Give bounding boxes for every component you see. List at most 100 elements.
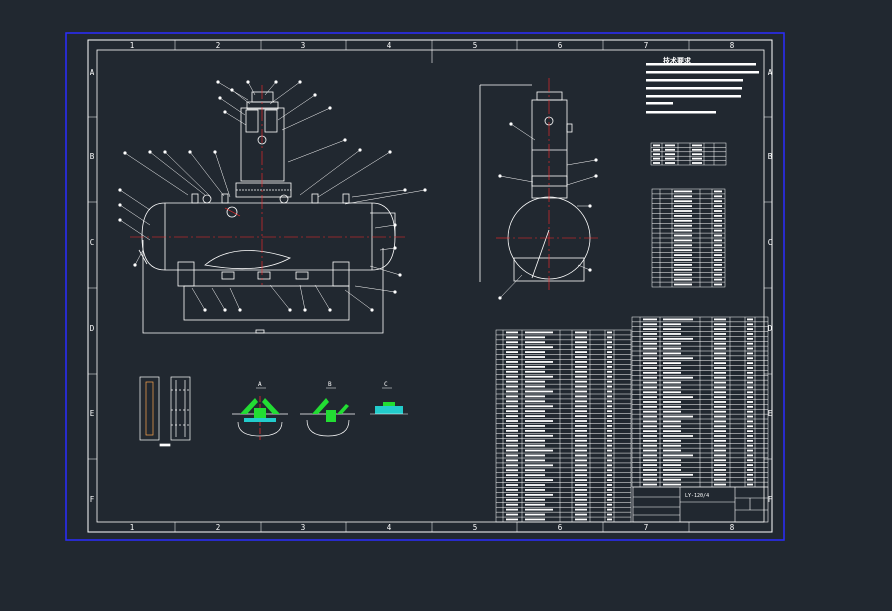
leader-dot [118,188,122,192]
table-cell-text [663,352,681,355]
table-cell-text [607,484,612,486]
table-cell-text [575,484,587,486]
grid-column-label: 4 [387,523,392,532]
table-cell-text [525,410,545,413]
table-cell-text [607,518,612,521]
leader-dot [148,150,152,154]
table-cell-text [643,483,657,486]
table-cell-text [525,341,545,344]
table-cell-text [525,434,553,437]
table-cell-text [663,435,693,437]
grid-row-label: E [90,409,95,418]
leader-line [269,81,301,105]
front-view-leader-lines [118,80,427,312]
leader-line [211,287,226,311]
table-cell-text [714,454,726,457]
table-cell-text [506,513,518,516]
table-cell-text [643,405,657,408]
front-view-center-lines [130,85,405,285]
table-cell-text [575,420,587,422]
table-cell-text [653,157,660,160]
table-cell-text [714,219,722,222]
grid-row-label: D [768,324,773,333]
table-cell-text [643,478,657,481]
table-cell-text [714,268,722,271]
note-text-line [646,79,743,82]
table-cell-text [663,478,681,481]
grid-row-label: C [768,238,773,247]
table-cell-text [575,341,587,344]
table-cell-text [663,328,681,331]
table-cell-text [653,148,660,151]
table-cell-text [747,347,753,350]
leader-dot [274,80,278,84]
table-cell-text [575,351,587,353]
table-cell-text [747,410,753,413]
table-cell-text [747,420,753,423]
table-cell-text [506,365,518,368]
table-cell-text [506,439,518,442]
leader-line [124,152,189,196]
table-cell-text [643,459,657,462]
table-cell-text [663,371,681,374]
table-cell-text [575,336,587,339]
table-cell-text [525,351,545,353]
table-cell-text [714,391,726,394]
table-cell-text [506,449,518,452]
table-cell-text [506,444,518,447]
table-cell-text [747,318,753,321]
table-cell-text [665,153,675,156]
table-cell-text [674,268,692,271]
table-cell-text [665,157,675,160]
leader-line [499,274,523,299]
table-cell-text [747,405,753,408]
table-cell-text [674,190,692,193]
table-cell-text [506,484,518,486]
table-cell-text [607,351,612,353]
table-cell-text [575,410,587,413]
leader-dot [343,138,347,142]
table-cell-text [506,415,518,417]
leader-dot [188,150,192,154]
table-cell-text [506,390,518,393]
table-cell-text [607,474,612,477]
table-cell-text [714,376,726,379]
leader-line [119,204,151,226]
table-cell-text [575,425,587,427]
leader-dot [203,308,207,312]
leader-line [369,265,401,276]
table-cell-text [525,513,545,516]
table-cell-text [525,346,553,349]
leader-line [277,94,316,121]
table-cell-text [714,195,722,198]
table-cell-text [525,415,545,417]
leader-dot [123,151,127,155]
table-cell-text [575,365,587,368]
table-cell-text [525,375,553,378]
table-cell-text [714,439,726,442]
table-cell-text [714,469,726,471]
table-cell-text [747,435,753,437]
table-cell-text [663,469,681,471]
table-cell-text [575,439,587,442]
table-cell-text [674,195,692,198]
leader-dot [393,223,397,227]
leader-dot [230,88,234,92]
table-cell-text [714,444,726,447]
table-cell-text [674,283,692,286]
table-cell-text [643,352,657,355]
table-cell-text [643,425,657,428]
table-cell-text [663,323,681,326]
table-cell-text [663,391,681,394]
table-cell-text [714,371,726,374]
table-cell-text [643,367,657,369]
table-cell-text [643,464,657,467]
table-cell-text [643,430,657,433]
table-cell-text [525,385,545,388]
sheet-frame [65,32,785,541]
table-cell-text [747,328,753,331]
table-cell-text [525,370,545,373]
leader-line [119,189,151,211]
